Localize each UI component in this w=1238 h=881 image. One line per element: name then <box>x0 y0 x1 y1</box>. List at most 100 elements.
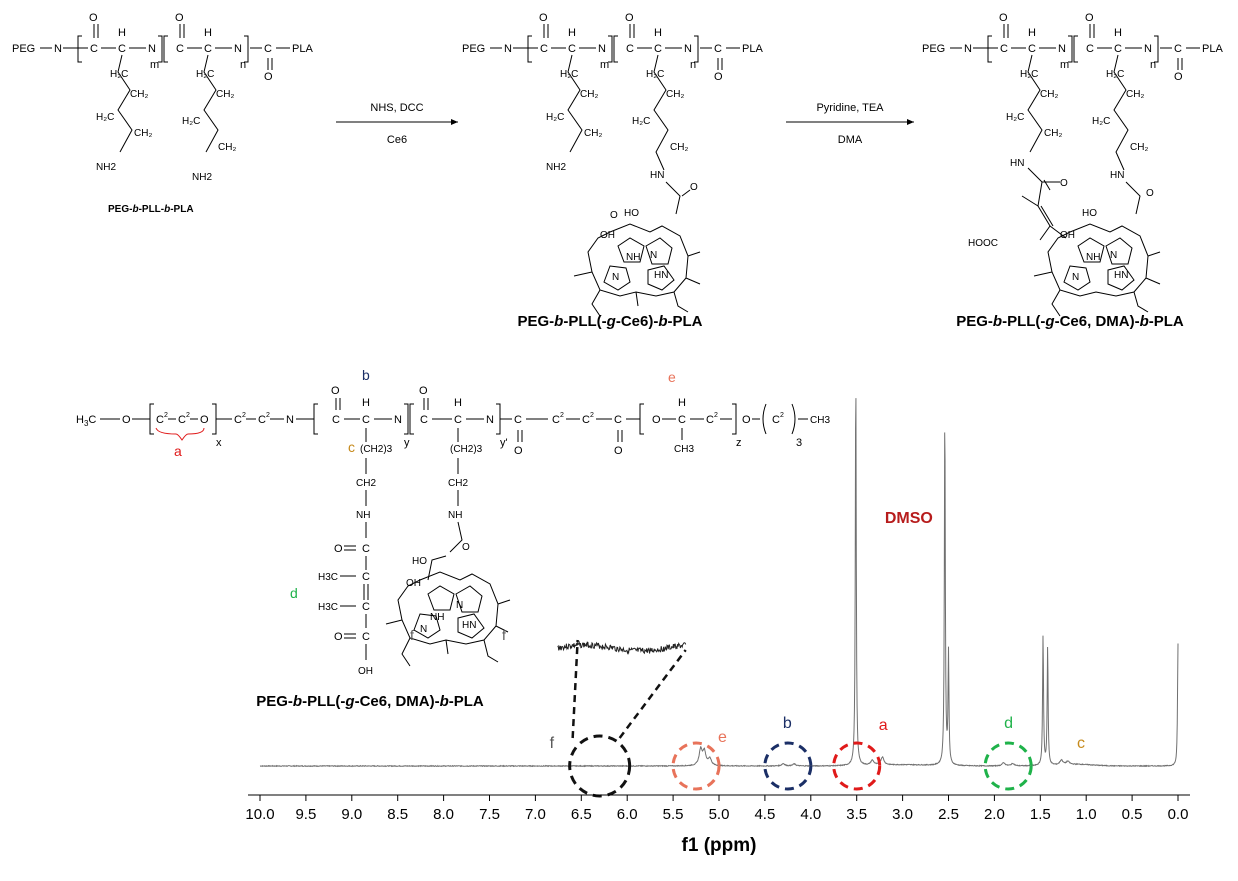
svg-text:H: H <box>204 27 212 39</box>
svg-text:m: m <box>600 59 609 71</box>
svg-text:C: C <box>420 414 428 426</box>
c-atom: C <box>90 43 98 55</box>
svg-text:C: C <box>176 43 184 55</box>
peak-circle-b <box>763 741 813 791</box>
svg-text:O: O <box>1060 178 1068 189</box>
svg-text:(CH2)3: (CH2)3 <box>360 444 393 455</box>
structure3-name: PEG-b-PLL(-g-Ce6, DMA)-b-PLA <box>956 313 1184 330</box>
o-atom: O <box>89 12 98 24</box>
svg-text:C2: C2 <box>178 412 190 426</box>
svg-text:NH: NH <box>430 612 444 623</box>
svg-text:NH2: NH2 <box>96 162 116 173</box>
svg-text:y': y' <box>500 437 508 449</box>
svg-text:HN: HN <box>654 270 668 281</box>
zoom-inset-trace <box>557 640 687 655</box>
svg-text:C2: C2 <box>772 412 784 426</box>
svg-text:PLA: PLA <box>1202 43 1223 55</box>
svg-text:PLA: PLA <box>742 43 763 55</box>
svg-text:OH: OH <box>406 578 421 589</box>
svg-text:H: H <box>1114 27 1122 39</box>
svg-text:H₂C: H₂C <box>1020 69 1038 80</box>
svg-text:C: C <box>1174 43 1182 55</box>
label-f-structure-left: f <box>410 627 414 643</box>
svg-text:C: C <box>678 414 686 426</box>
peak-label-f: f <box>550 735 555 752</box>
peak-circle-d <box>983 741 1033 791</box>
svg-text:N: N <box>394 414 402 426</box>
svg-text:CH₂: CH₂ <box>216 89 234 100</box>
svg-text:HO: HO <box>1082 208 1097 219</box>
svg-text:HN: HN <box>1110 170 1124 181</box>
svg-text:O: O <box>652 414 661 426</box>
svg-text:N: N <box>1110 250 1117 261</box>
x-tick-label: 6.0 <box>617 806 638 823</box>
svg-text:NH2: NH2 <box>192 172 212 183</box>
svg-text:C: C <box>626 43 634 55</box>
structure2-name: PEG-b-PLL(-g-Ce6)-b-PLA <box>517 313 702 330</box>
svg-text:H₂C: H₂C <box>1106 69 1124 80</box>
ce6-ring-2: HO NH N HN N OH <box>1033 208 1161 317</box>
x-tick-label: 8.5 <box>387 806 408 823</box>
svg-text:NH: NH <box>626 252 640 263</box>
svg-text:H₂C: H₂C <box>646 69 664 80</box>
svg-text:y: y <box>404 437 410 449</box>
x-tick-label: 5.0 <box>709 806 730 823</box>
svg-text:OH: OH <box>358 666 373 677</box>
peak-circles <box>568 734 1033 798</box>
svg-text:O: O <box>419 385 428 397</box>
structure1-name: PEG-b-PLL-b-PLA <box>108 204 194 215</box>
svg-text:O: O <box>1174 71 1183 83</box>
svg-text:C: C <box>1086 43 1094 55</box>
svg-text:H3C: H3C <box>318 602 338 613</box>
svg-text:HN: HN <box>1010 158 1024 169</box>
x-tick-label: 1.5 <box>1030 806 1051 823</box>
peak-label-e: e <box>718 729 727 746</box>
svg-text:O: O <box>122 414 131 426</box>
svg-text:C: C <box>654 43 662 55</box>
svg-text:H: H <box>654 27 662 39</box>
ce6-ring: HO NH N HN N OH O <box>573 208 701 317</box>
svg-text:C: C <box>454 414 462 426</box>
svg-text:z: z <box>736 437 742 449</box>
svg-text:HN: HN <box>1114 270 1128 281</box>
svg-text:HOOC: HOOC <box>968 238 998 249</box>
svg-text:O: O <box>539 12 548 24</box>
svg-text:H₂C: H₂C <box>546 112 564 123</box>
svg-text:CH2: CH2 <box>356 478 376 489</box>
reaction-arrow-2: Pyridine, TEA DMA <box>786 102 914 146</box>
svg-text:O: O <box>999 12 1008 24</box>
svg-text:CH₂: CH₂ <box>218 142 236 153</box>
svg-text:O: O <box>334 543 343 555</box>
x-tick-label: 0.5 <box>1122 806 1143 823</box>
svg-text:CH₂: CH₂ <box>1126 89 1144 100</box>
svg-text:N: N <box>964 43 972 55</box>
x-axis-label: f1 (ppm) <box>682 835 757 856</box>
svg-text:n: n <box>1150 59 1156 71</box>
x-tick-label: 5.5 <box>663 806 684 823</box>
ce6-ring-nmr: HO OH NH N HN N <box>385 555 511 667</box>
svg-text:N: N <box>286 414 294 426</box>
svg-text:N: N <box>234 43 242 55</box>
svg-text:PLA: PLA <box>292 43 313 55</box>
svg-text:O: O <box>200 414 209 426</box>
arrow2-reagents: Pyridine, TEA <box>816 102 884 114</box>
svg-text:C2: C2 <box>552 412 564 426</box>
svg-text:C: C <box>568 43 576 55</box>
svg-text:CH2: CH2 <box>448 478 468 489</box>
svg-text:N: N <box>148 43 156 55</box>
svg-text:N: N <box>1058 43 1066 55</box>
svg-text:NH: NH <box>448 510 462 521</box>
peak-label-b: b <box>783 715 792 732</box>
svg-text:NH: NH <box>1086 252 1100 263</box>
svg-text:O: O <box>462 542 470 553</box>
svg-text:OH: OH <box>1060 230 1075 241</box>
x-tick-label: 2.5 <box>938 806 959 823</box>
svg-text:CH3: CH3 <box>810 415 830 426</box>
svg-text:C: C <box>514 414 522 426</box>
svg-text:H₂C: H₂C <box>182 116 200 127</box>
x-tick-label: 7.5 <box>479 806 500 823</box>
svg-text:O: O <box>334 631 343 643</box>
svg-text:HO: HO <box>624 208 639 219</box>
